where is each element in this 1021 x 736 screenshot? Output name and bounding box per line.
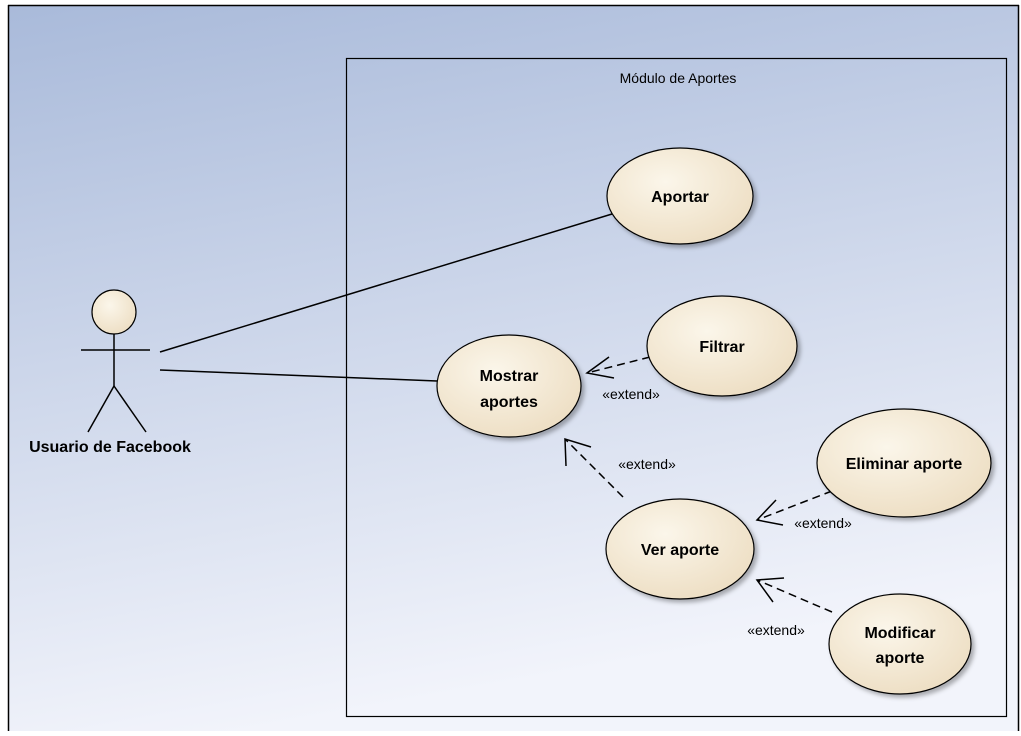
usecase-ellipse [605,498,755,600]
usecase-label-line1: Modificar [864,625,935,642]
extend-line [756,490,833,521]
usecase-label: Filtrar [699,339,744,356]
open-arrowhead-icon [564,437,592,467]
usecase-filtrar[interactable]: Filtrar [646,295,798,397]
extend-filtrar-to-mostrar[interactable] [585,356,651,379]
association-aportar[interactable] [159,213,613,353]
usecase-modificar-aporte[interactable]: Modificar aporte [828,593,972,695]
system-boundary[interactable] [345,57,1008,718]
actor-head [91,289,137,335]
extend-label-eliminar: «extend» [794,515,852,531]
usecase-ellipse [606,147,754,245]
extend-label-ver-aporte: «extend» [618,456,676,472]
actor-left-leg [87,385,115,433]
extend-line [564,438,624,498]
usecase-eliminar-aporte[interactable]: Eliminar aporte [816,408,992,518]
open-arrowhead-icon [585,356,615,379]
extend-ver-to-mostrar[interactable] [564,437,624,498]
system-boundary-title: Módulo de Aportes [620,70,737,86]
usecase-aportar[interactable]: Aportar [606,147,754,245]
usecase-ver-aporte[interactable]: Ver aporte [605,498,755,600]
actor-label: Usuario de Facebook [29,439,191,456]
usecase-label-line2: aporte [876,650,925,667]
extend-eliminar-to-ver[interactable] [755,490,833,526]
usecase-label-line1: Mostrar [480,368,539,385]
usecase-ellipse [828,593,972,695]
actor-right-leg [113,385,147,433]
extend-label-modificar: «extend» [747,622,805,638]
usecase-label: Eliminar aporte [846,456,963,473]
extend-label-filtrar: «extend» [602,386,660,402]
usecase-label-line2: aportes [480,394,538,411]
open-arrowhead-icon [755,577,785,603]
usecase-mostrar-aportes[interactable]: Mostrar aportes [436,334,582,438]
usecase-label: Aportar [651,189,709,206]
extend-modificar-to-ver[interactable] [755,577,833,613]
extend-line [756,579,833,613]
usecase-ellipse [436,334,582,438]
usecase-label: Ver aporte [641,542,719,559]
actor-usuario-de-facebook[interactable] [81,289,150,433]
association-mostrar-aportes[interactable] [159,369,438,382]
extend-line [586,356,651,374]
open-arrowhead-icon [755,499,784,526]
usecase-ellipse [646,295,798,397]
usecase-ellipse [816,408,992,518]
